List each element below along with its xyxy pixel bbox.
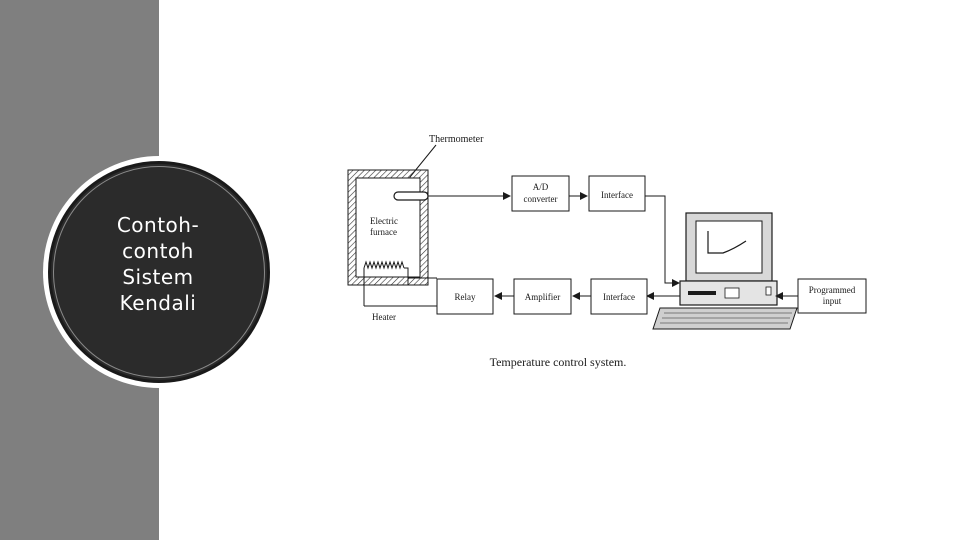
- relay-box: [436, 278, 494, 315]
- slide-title-line-2: contoh: [122, 239, 194, 263]
- screen-graph: [707, 231, 747, 254]
- furnace-label-line-2: furnace: [370, 227, 397, 237]
- diagram-svg: Thermometer Electric furnace Heater A/D …: [347, 134, 867, 369]
- thermometer-label: Thermometer: [429, 134, 484, 145]
- heater-label: Heater: [372, 312, 396, 322]
- programmed-input-box: [797, 278, 867, 314]
- slide-title: Contoh- contoh Sistem Kendali: [58, 212, 258, 316]
- slide-title-line-3: Sistem: [122, 265, 194, 289]
- interface-top-box: [588, 175, 646, 212]
- heater-wire-right: [404, 267, 437, 285]
- ad-converter-label-2: converter: [524, 194, 558, 204]
- programmed-input-label-1: Programmed: [809, 285, 856, 295]
- relay-label: Relay: [455, 292, 476, 302]
- furnace-label-line-1: Electric: [370, 216, 398, 226]
- arrow-interface-to-computer: [645, 195, 680, 287]
- slide-title-line-1: Contoh-: [116, 213, 200, 237]
- computer: [652, 212, 798, 330]
- temperature-control-diagram: Thermometer Electric furnace Heater A/D …: [330, 125, 875, 380]
- ad-converter-label-1: A/D: [533, 182, 549, 192]
- heater-coil: [363, 260, 405, 270]
- diagram-caption: Temperature control system.: [490, 355, 627, 369]
- thermometer-probe: [393, 191, 429, 201]
- amplifier-box: [513, 278, 572, 315]
- slide-title-line-4: Kendali: [119, 291, 197, 315]
- interface-bottom-label: Interface: [603, 292, 635, 302]
- amplifier-label: Amplifier: [525, 292, 561, 302]
- electric-furnace: [347, 169, 429, 286]
- ad-converter-box: [511, 175, 570, 212]
- programmed-input-label-2: input: [823, 296, 842, 306]
- interface-top-label: Interface: [601, 190, 633, 200]
- interface-bottom-box: [590, 278, 648, 315]
- title-circle-inner-ring: [53, 166, 265, 378]
